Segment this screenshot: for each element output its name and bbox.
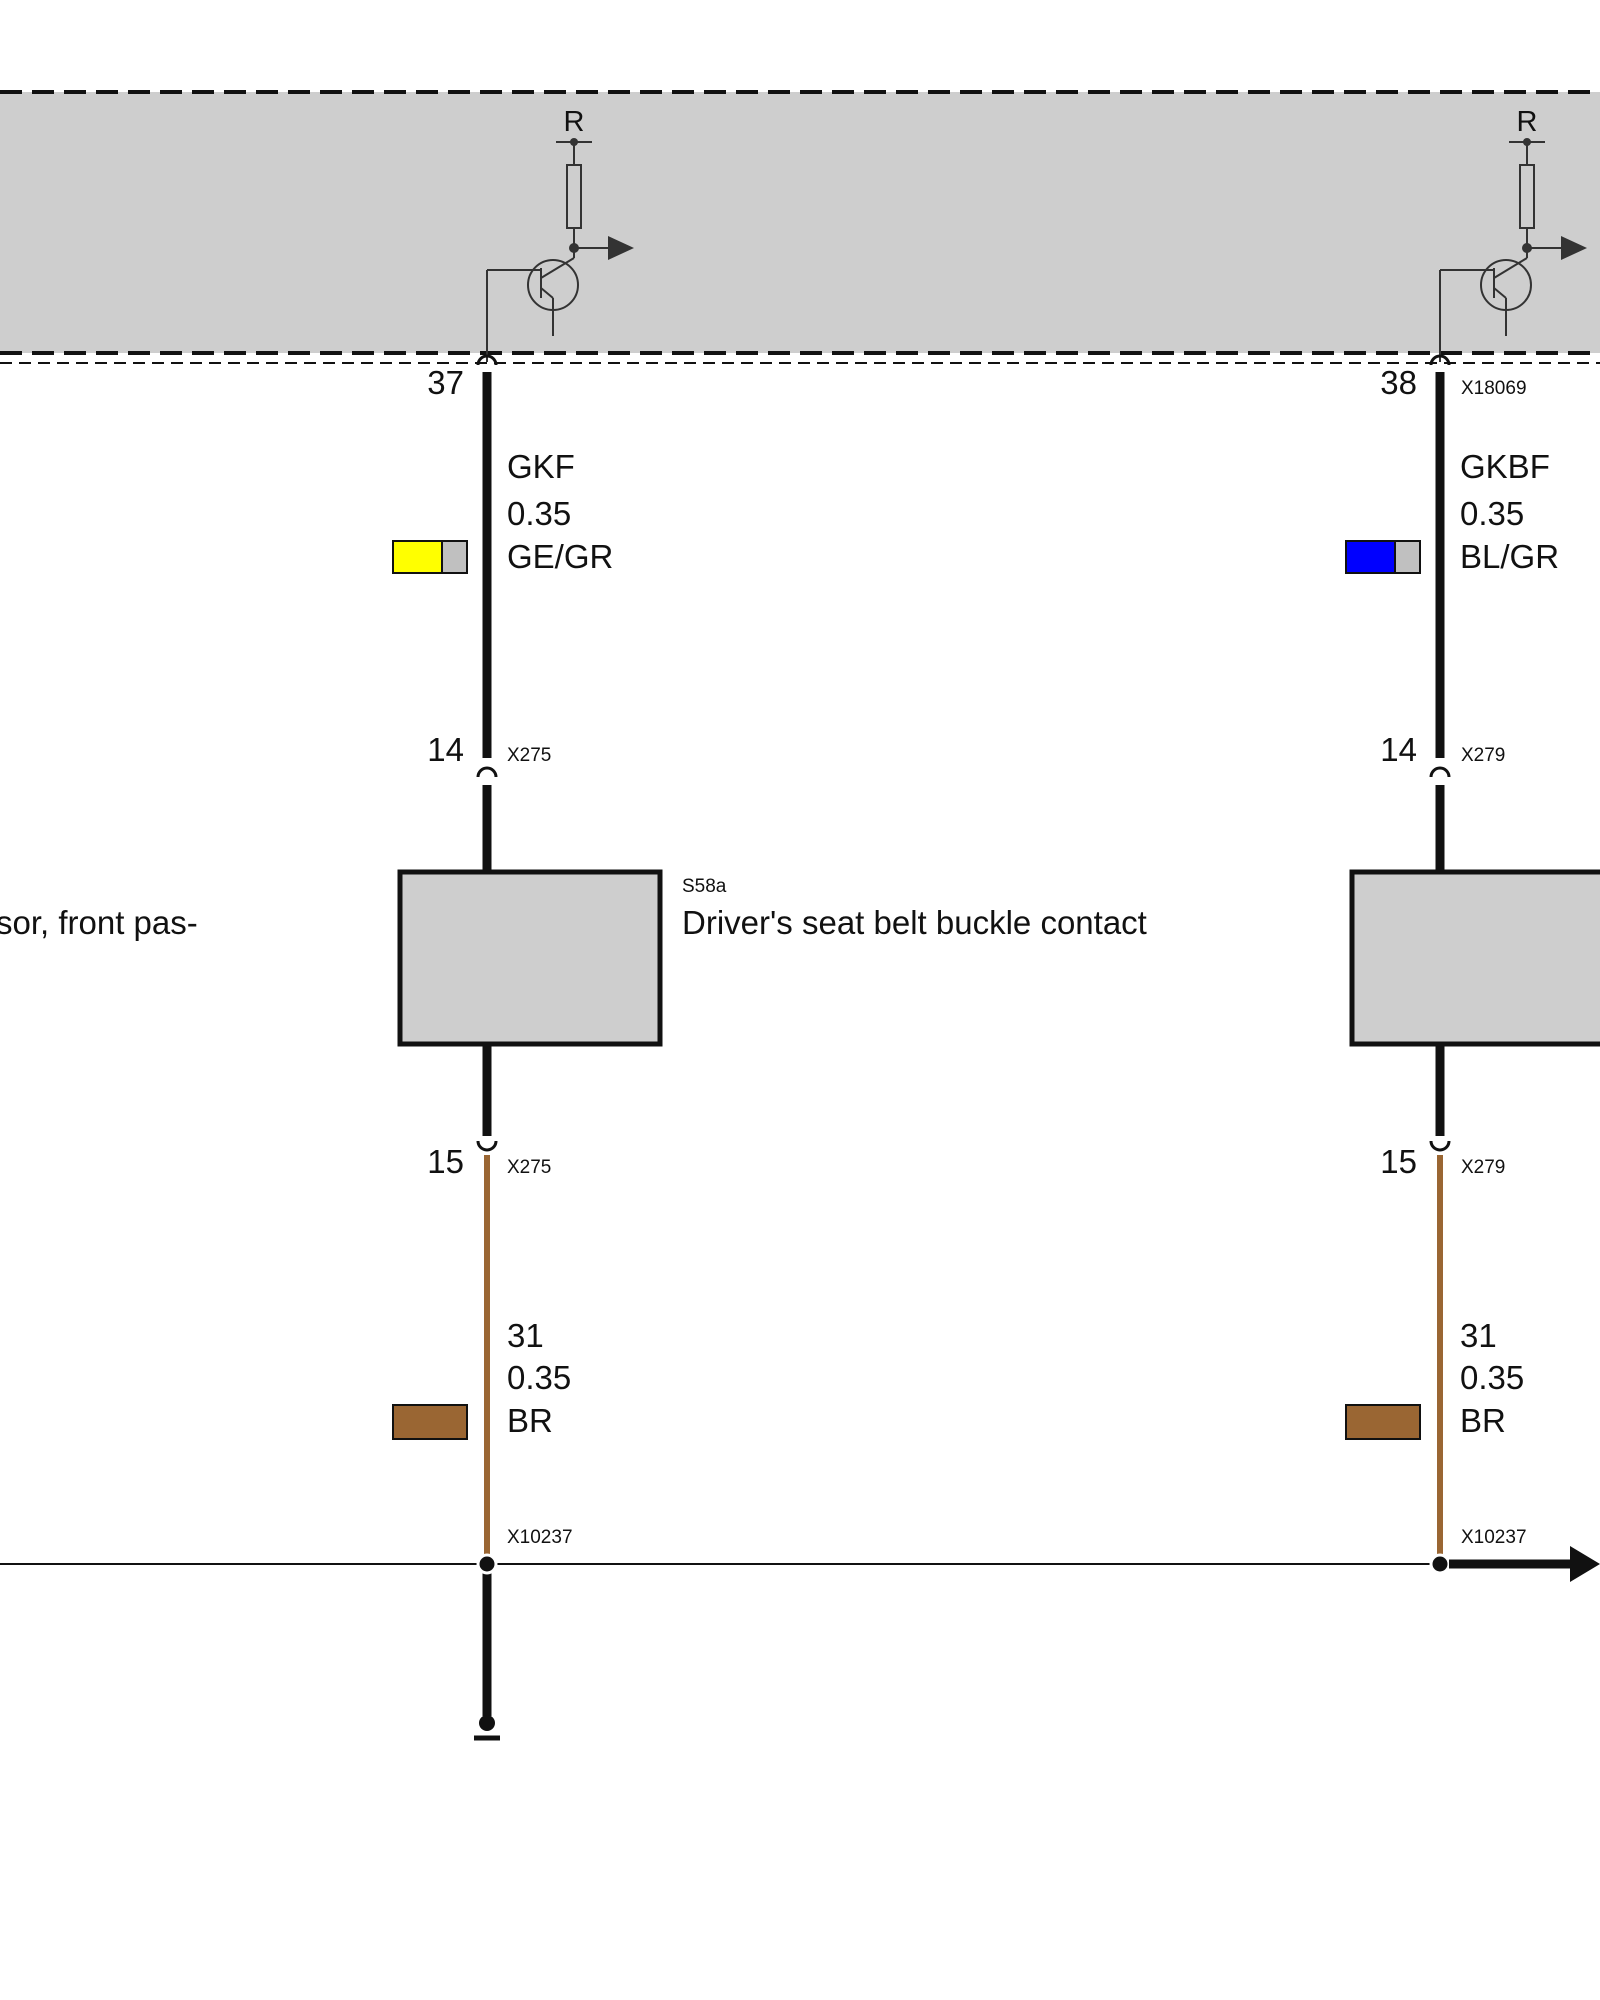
- connector-pin: [476, 354, 498, 366]
- connector-id: X279: [1461, 1157, 1505, 1178]
- component-id: S58a: [682, 876, 727, 897]
- connector-id: X275: [507, 1157, 551, 1178]
- wire-color-code: BR: [1460, 1402, 1506, 1439]
- connector-pin: [476, 766, 498, 778]
- seat-belt-buckle-contact-right: [1349, 869, 1600, 1047]
- component-name: Driver's seat belt buckle contact: [682, 904, 1147, 941]
- ground-point-icon: [479, 1715, 495, 1731]
- pin-number: 38: [1380, 364, 1417, 401]
- wire-color-swatch-brown: [1345, 1404, 1421, 1440]
- wire-size: 0.35: [507, 495, 571, 532]
- wire-name: GKBF: [1460, 448, 1550, 485]
- wire-name: GKF: [507, 448, 575, 485]
- connector-pin: [476, 1140, 498, 1152]
- wire-name: 31: [1460, 1317, 1497, 1354]
- swatches: [392, 540, 1421, 1440]
- wire-size: 0.35: [1460, 1359, 1524, 1396]
- connector-id: X279: [1461, 745, 1505, 766]
- splice-node: [476, 1553, 498, 1575]
- wire-chain-right: [1349, 354, 1600, 1555]
- connector-pin: [1429, 354, 1451, 366]
- connector-pin: [1429, 766, 1451, 778]
- output-arrow-icon: [608, 236, 634, 260]
- control-unit-housing: [0, 92, 1600, 353]
- ground-bus: [0, 1546, 1600, 1582]
- wire-color-swatch-yellow: [394, 542, 442, 572]
- wire-size: 0.35: [1460, 495, 1524, 532]
- wire-color-swatch-grey: [442, 542, 466, 572]
- output-stage-right: R: [1439, 106, 1587, 362]
- pin-number: 14: [427, 731, 464, 768]
- splice-id: X10237: [1461, 1527, 1527, 1548]
- output-stage-left: R: [486, 106, 634, 362]
- wire-color-code: BL/GR: [1460, 538, 1559, 575]
- wire-size: 0.35: [507, 1359, 571, 1396]
- wire-color-code: BR: [507, 1402, 553, 1439]
- pull-up-label: R: [1517, 106, 1538, 138]
- control-unit: [0, 90, 1600, 364]
- pin-number: 37: [427, 364, 464, 401]
- splice-node: [1429, 1553, 1451, 1575]
- pin-number: 15: [427, 1143, 464, 1180]
- wire-chain-left: [397, 354, 663, 1741]
- connector-id: X275: [507, 745, 551, 766]
- pull-up-label: R: [564, 106, 585, 138]
- wire-color-swatch-grey: [1395, 542, 1419, 572]
- wire-color-swatch-blue: [1347, 542, 1395, 572]
- partial-component-text: sor, front pas-: [0, 904, 198, 941]
- pin-number: 14: [1380, 731, 1417, 768]
- splice-id: X10237: [507, 1527, 573, 1548]
- labels: 37 38 X18069 GKF 0.35 GE/GR GKBF 0.35 BL…: [0, 364, 1559, 1548]
- wire-name: 31: [507, 1317, 544, 1354]
- pin-number: 15: [1380, 1143, 1417, 1180]
- connector-id: X18069: [1461, 378, 1527, 399]
- connector-pin: [1429, 1140, 1451, 1152]
- seat-belt-buckle-contact-left: [397, 869, 663, 1047]
- wire-color-code: GE/GR: [507, 538, 613, 575]
- continuation-arrow-icon: [1570, 1546, 1600, 1582]
- wire-color-swatch-brown: [392, 1404, 468, 1440]
- output-arrow-icon: [1561, 236, 1587, 260]
